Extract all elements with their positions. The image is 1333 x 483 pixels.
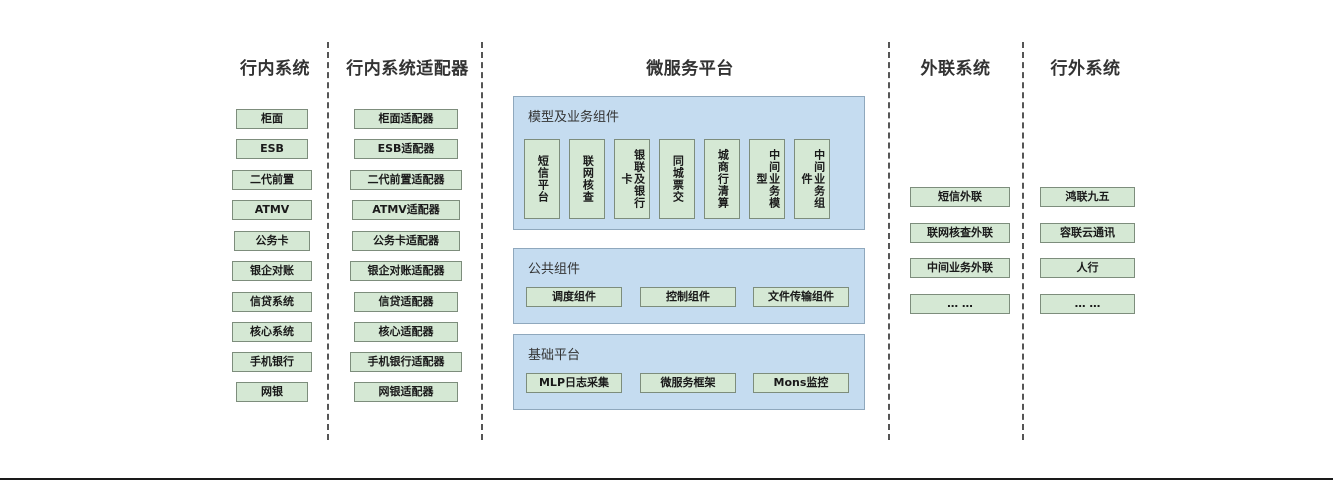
node-adapter-5[interactable]: 银企对账适配器: [350, 261, 462, 281]
column-divider-1: [327, 42, 329, 440]
column-title-adapter: 行内系统适配器: [346, 59, 469, 79]
node-model-3[interactable]: 同城票交: [659, 139, 695, 219]
node-inbank-4[interactable]: 公务卡: [234, 231, 310, 251]
node-model-6[interactable]: 中间业务组件: [794, 139, 830, 219]
node-external-0[interactable]: 短信外联: [910, 187, 1010, 207]
node-inbank-7[interactable]: 核心系统: [232, 322, 312, 342]
node-inbank-0[interactable]: 柜面: [236, 109, 308, 129]
panel-base-platform: 基础平台: [513, 334, 865, 410]
node-base-1[interactable]: 微服务框架: [640, 373, 736, 393]
node-public-0[interactable]: 调度组件: [526, 287, 622, 307]
node-base-0[interactable]: MLP日志采集: [526, 373, 622, 393]
node-adapter-7[interactable]: 核心适配器: [354, 322, 458, 342]
node-model-1[interactable]: 联网核查: [569, 139, 605, 219]
column-divider-4: [1022, 42, 1024, 440]
node-inbank-6[interactable]: 信贷系统: [232, 292, 312, 312]
node-outbank-2[interactable]: 人行: [1040, 258, 1135, 278]
node-model-4[interactable]: 城商行清算: [704, 139, 740, 219]
column-divider-3: [888, 42, 890, 440]
node-outbank-0[interactable]: 鸿联九五: [1040, 187, 1135, 207]
panel-public-components: 公共组件: [513, 248, 865, 324]
node-outbank-1[interactable]: 容联云通讯: [1040, 223, 1135, 243]
node-base-2[interactable]: Mons监控: [753, 373, 849, 393]
column-title-platform: 微服务平台: [646, 59, 734, 79]
node-adapter-3[interactable]: ATMV适配器: [352, 200, 460, 220]
node-outbank-3[interactable]: … …: [1040, 294, 1135, 314]
node-inbank-9[interactable]: 网银: [236, 382, 308, 402]
node-adapter-0[interactable]: 柜面适配器: [354, 109, 458, 129]
node-inbank-5[interactable]: 银企对账: [232, 261, 312, 281]
node-inbank-1[interactable]: ESB: [236, 139, 308, 159]
column-title-outbank: 行外系统: [1050, 59, 1121, 79]
node-external-1[interactable]: 联网核查外联: [910, 223, 1010, 243]
node-model-0[interactable]: 短信平台: [524, 139, 560, 219]
node-adapter-4[interactable]: 公务卡适配器: [352, 231, 460, 251]
node-adapter-8[interactable]: 手机银行适配器: [350, 352, 462, 372]
node-inbank-8[interactable]: 手机银行: [232, 352, 312, 372]
node-external-2[interactable]: 中间业务外联: [910, 258, 1010, 278]
panel-label-base-platform: 基础平台: [528, 348, 581, 363]
node-public-2[interactable]: 文件传输组件: [753, 287, 849, 307]
column-title-external-link: 外联系统: [920, 59, 991, 79]
column-divider-2: [481, 42, 483, 440]
panel-label-model-business: 模型及业务组件: [528, 110, 620, 125]
node-model-5[interactable]: 中间业务模型: [749, 139, 785, 219]
node-adapter-6[interactable]: 信贷适配器: [354, 292, 458, 312]
page-bottom-rule: [0, 478, 1333, 480]
node-adapter-1[interactable]: ESB适配器: [354, 139, 458, 159]
node-model-2[interactable]: 银联及银行卡: [614, 139, 650, 219]
node-adapter-2[interactable]: 二代前置适配器: [350, 170, 462, 190]
node-adapter-9[interactable]: 网银适配器: [354, 382, 458, 402]
panel-label-public-components: 公共组件: [528, 262, 581, 277]
column-title-inbank: 行内系统: [240, 59, 310, 79]
node-inbank-3[interactable]: ATMV: [232, 200, 312, 220]
node-external-3[interactable]: … …: [910, 294, 1010, 314]
node-public-1[interactable]: 控制组件: [640, 287, 736, 307]
node-inbank-2[interactable]: 二代前置: [232, 170, 312, 190]
